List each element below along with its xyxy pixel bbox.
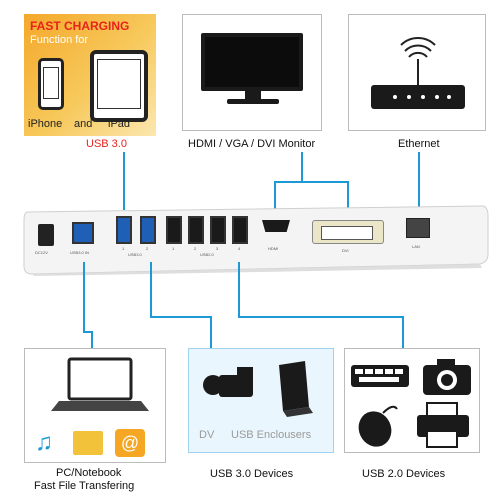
connector-dvi (347, 181, 349, 215)
usb20-port-4 (232, 216, 248, 244)
connector-usb-top (123, 152, 125, 210)
connector-monitor-stem (301, 152, 303, 182)
mouse-icon (358, 405, 398, 447)
usb20-port-3 (210, 216, 226, 244)
laptop-icon (51, 357, 149, 411)
usb20-port-1 (166, 216, 182, 244)
usb20-port-2 (188, 216, 204, 244)
connector-usbin-bar (83, 331, 93, 333)
dv-camera-icon (203, 367, 253, 397)
connector-lan (418, 152, 420, 214)
dvi-label: DVI (342, 248, 349, 253)
usb30-port-1 (116, 216, 132, 244)
lan-label: LAN (412, 244, 420, 249)
usb30-caption: USB 3.0 (86, 138, 127, 150)
connector-usbin-down (83, 262, 85, 332)
connector-usb30-drop (210, 316, 212, 348)
iphone-icon (38, 58, 64, 110)
printer-icon (417, 402, 469, 448)
lan-port (406, 218, 430, 238)
monitor-box (182, 14, 322, 131)
usb30-group-label: USB3.0 (128, 252, 142, 257)
connector-usb30-bar (150, 316, 212, 318)
fast-charging-box: FAST CHARGING Function for iPhone and iP… (24, 14, 156, 136)
mail-icon: @ (115, 429, 145, 457)
monitor-icon (201, 33, 303, 91)
connector-usb30-down (150, 262, 152, 317)
ipad-icon (90, 50, 148, 122)
connector-hdmi (274, 181, 276, 215)
docking-station: DC12V USB3.0 IN 1 2 USB3.0 1 2 3 4 USB2.… (20, 198, 490, 276)
connector-usb20-down (238, 262, 240, 317)
usb20-devices-caption: USB 2.0 Devices (362, 468, 446, 480)
usb20-port-num-2: 2 (194, 246, 197, 251)
pc-caption-line2: Fast File Transfering (34, 480, 135, 492)
usb30-port-2 (140, 216, 156, 244)
dv-label: DV (199, 429, 215, 441)
dc-label: DC12V (35, 250, 48, 255)
monitor-caption: HDMI / VGA / DVI Monitor (188, 138, 316, 150)
usb20-devices-box (344, 348, 480, 453)
usb30-port-num-2: 2 (146, 246, 149, 251)
pc-box: ♫ @ (24, 348, 166, 463)
camera-icon (423, 359, 471, 395)
usb20-group-label: USB2.0 (200, 252, 214, 257)
iphone-label: iPhone (28, 118, 63, 130)
dvi-port (312, 220, 384, 244)
usb20-port-num-1: 1 (172, 246, 175, 251)
usb30-in-label: USB3.0 IN (70, 250, 89, 255)
hdmi-label: HDMI (268, 246, 279, 251)
fast-charging-title: FAST CHARGING (30, 19, 130, 33)
connector-pc-drop (91, 331, 93, 349)
usb20-port-num-3: 3 (216, 246, 219, 251)
and-label: and (74, 118, 93, 130)
usb30-devices-box: DV USB Enclousers (188, 348, 334, 453)
hdmi-port (262, 220, 290, 232)
connector-usb20-bar (238, 316, 404, 318)
ethernet-caption: Ethernet (398, 138, 440, 150)
router-icon (371, 36, 465, 109)
usb20-port-num-4: 4 (238, 246, 241, 251)
keyboard-icon (351, 365, 409, 387)
enclosure-icon (279, 361, 313, 417)
usb30-in-port (72, 222, 94, 244)
ethernet-box (348, 14, 486, 131)
music-note-icon: ♫ (35, 429, 53, 456)
connector-monitor-bar (274, 181, 349, 183)
fast-charging-subtitle: Function for (30, 34, 89, 46)
enclosures-label: USB Enclousers (231, 429, 312, 441)
connector-usb20-drop (402, 316, 404, 348)
folder-icon (73, 431, 103, 455)
usb30-devices-caption: USB 3.0 Devices (210, 468, 294, 480)
ipad-label: iPad (108, 118, 131, 130)
dc-power-port (38, 224, 54, 246)
usb30-port-num-1: 1 (122, 246, 125, 251)
pc-caption-line1: PC/Notebook (56, 467, 122, 479)
